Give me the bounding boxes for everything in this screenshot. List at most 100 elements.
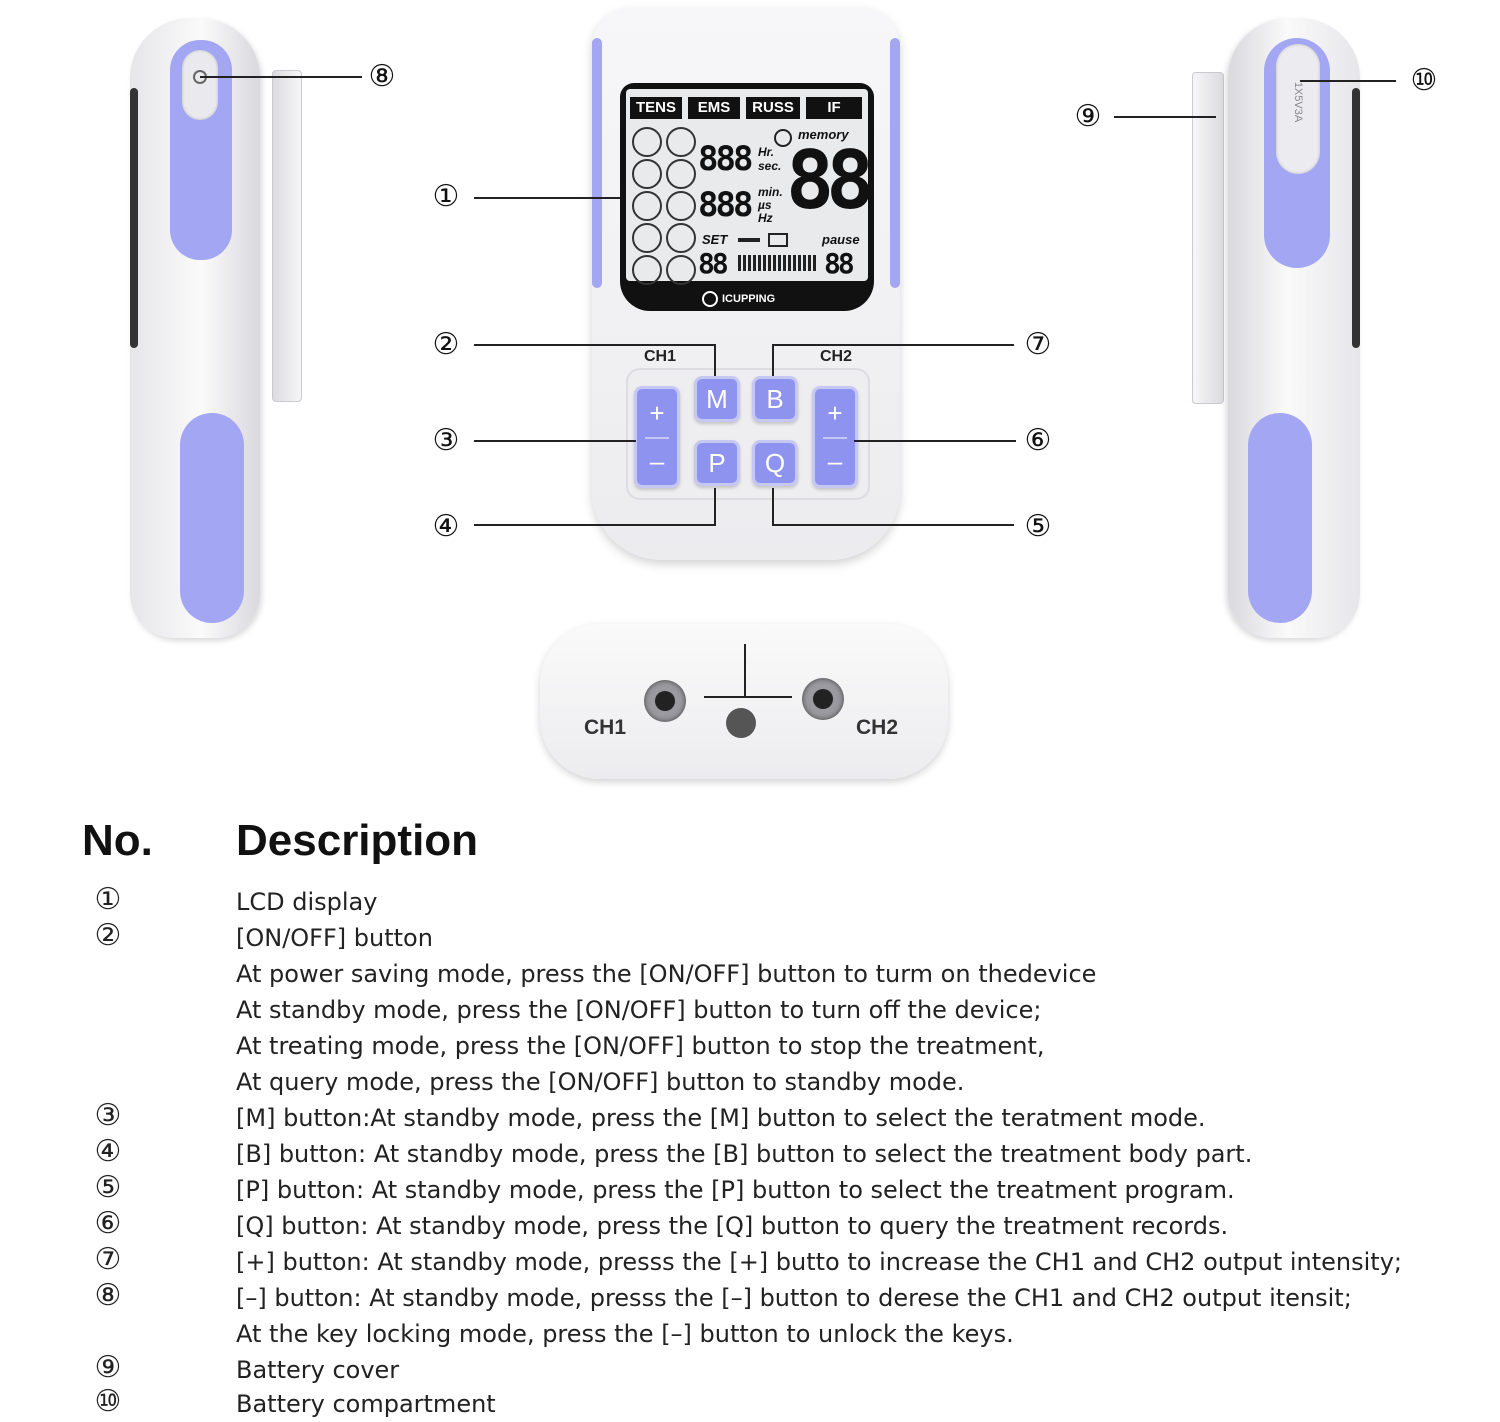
row-number: ④	[94, 1134, 122, 1169]
row-description: [Q] button: At standby mode, press the […	[236, 1212, 1229, 1240]
lcd-unit-hz: Hz	[758, 211, 773, 225]
ch1-jack-hole	[655, 691, 675, 711]
ch2-divider	[823, 437, 847, 439]
row-description: At treating mode, press the [ON/OFF] but…	[236, 1032, 1045, 1060]
left-side-bottom-accent	[180, 413, 244, 623]
callout-1: ①	[432, 179, 460, 214]
callout-6-line	[854, 440, 1016, 442]
battery-compartment[interactable]: 1X5V3A	[1276, 44, 1320, 174]
body-part-icon	[666, 127, 696, 157]
bottom-connector-line	[704, 696, 792, 698]
power-button[interactable]	[182, 50, 218, 120]
left-side-dark-edge	[130, 88, 138, 348]
lcd-body-part-icons	[632, 127, 696, 285]
ch1-plus-button[interactable]: +	[649, 398, 665, 428]
left-belt-clip	[272, 70, 302, 402]
row-description: Battery compartment	[236, 1390, 496, 1418]
device-right-side-view: 1X5V3A	[1228, 18, 1368, 643]
row-number: ③	[94, 1098, 122, 1133]
lcd-pause-label: pause	[822, 232, 860, 247]
lcd-mode-if: IF	[806, 97, 862, 119]
ch1-divider	[645, 437, 669, 439]
row-description: At standby mode, press the [ON/OFF] butt…	[236, 996, 1042, 1024]
lcd-unit-min: min.	[758, 185, 783, 199]
bottom-ch2-label: CH2	[856, 716, 899, 739]
body-part-icon	[666, 255, 696, 285]
m-button[interactable]: M	[694, 376, 740, 422]
callout-10: ⑩	[1410, 63, 1438, 98]
table-header-no: No.	[82, 816, 153, 865]
ch2-plus-button[interactable]: +	[827, 398, 843, 428]
lcd-digits-big: 88	[786, 134, 874, 227]
callout-9: ⑨	[1074, 99, 1102, 134]
front-right-accent	[890, 38, 900, 288]
callout-5-line	[772, 524, 1014, 526]
p-button[interactable]: P	[694, 440, 740, 486]
callout-7-line	[772, 344, 1014, 346]
body-part-icon	[666, 159, 696, 189]
right-side-dark-edge	[1352, 88, 1360, 348]
ch2-intensity-rocker: + –	[812, 386, 858, 488]
row-description: [ON/OFF] button	[236, 924, 433, 952]
device-bottom-view: CH1 CH2	[540, 624, 948, 779]
brand-logo: ICUPPING	[702, 291, 812, 307]
ch1-label: CH1	[644, 348, 677, 365]
callout-4-stem	[714, 488, 716, 526]
row-number: ⑧	[94, 1278, 122, 1313]
lcd-ch1-level: 88	[698, 247, 729, 280]
row-description: At query mode, press the [ON/OFF] button…	[236, 1068, 965, 1096]
front-left-accent	[592, 38, 602, 288]
row-description: [B] button: At standby mode, press the […	[236, 1140, 1253, 1168]
table-header-description: Description	[236, 816, 479, 865]
lcd-digits-param: 888	[698, 185, 753, 225]
row-number: ⑦	[94, 1242, 122, 1277]
callout-2-stem	[714, 344, 716, 376]
callout-7-stem	[772, 344, 774, 376]
manual-symbol-icon	[726, 708, 756, 738]
callout-8: ⑧	[368, 59, 396, 94]
callout-9-line	[1114, 116, 1216, 118]
row-description: LCD display	[236, 888, 378, 916]
lcd-display: TENS EMS RUSS IF 888 Hr. sec. 888 min.	[620, 83, 874, 311]
lcd-screen: TENS EMS RUSS IF 888 Hr. sec. 888 min.	[626, 89, 874, 285]
callout-10-line	[1300, 80, 1396, 82]
body-part-icon	[666, 223, 696, 253]
row-number: ⑩	[94, 1384, 122, 1419]
row-description: [+] button: At standby mode, presss the …	[236, 1248, 1403, 1276]
ch2-output-jack[interactable]	[802, 678, 844, 720]
row-number: ⑨	[94, 1350, 122, 1385]
lcd-mode-russ: RUSS	[746, 97, 800, 119]
lcd-intensity-bar	[738, 255, 816, 271]
callout-3: ③	[432, 423, 460, 458]
right-belt-clip	[1192, 72, 1224, 404]
right-side-bottom-accent	[1248, 413, 1312, 623]
callout-8-line	[200, 76, 362, 78]
lcd-ch2-level: 88	[824, 247, 855, 280]
device-left-side-view	[130, 18, 270, 643]
device-front-view: TENS EMS RUSS IF 888 Hr. sec. 888 min.	[592, 8, 902, 563]
body-part-icon	[666, 191, 696, 221]
lcd-unit-us: µs	[758, 198, 772, 212]
callout-5-stem	[772, 488, 774, 526]
body-part-icon	[632, 223, 662, 253]
row-number: ⑥	[94, 1206, 122, 1241]
body-part-icon	[632, 191, 662, 221]
ch1-output-jack[interactable]	[644, 680, 686, 722]
row-description: [P] button: At standby mode, press the […	[236, 1176, 1235, 1204]
callout-5: ⑤	[1024, 509, 1052, 544]
row-description: [–] button: At standby mode, presss the …	[236, 1284, 1352, 1312]
ch2-label: CH2	[820, 348, 853, 365]
row-description: At power saving mode, press the [ON/OFF]…	[236, 960, 1097, 988]
b-button[interactable]: B	[752, 376, 798, 422]
battery-spec-text: 1X5V3A	[1292, 81, 1304, 123]
ch2-minus-button[interactable]: –	[827, 446, 843, 476]
q-button[interactable]: Q	[752, 440, 798, 486]
callout-4-line	[474, 524, 716, 526]
lcd-mode-ems: EMS	[688, 97, 740, 119]
ch1-minus-button[interactable]: –	[649, 446, 665, 476]
lcd-set-label: SET	[702, 232, 728, 247]
lcd-unit-hr: Hr.	[758, 145, 775, 159]
callout-6: ⑥	[1024, 423, 1052, 458]
row-number: ⑤	[94, 1170, 122, 1205]
lcd-digits-timer: 888	[698, 139, 753, 179]
